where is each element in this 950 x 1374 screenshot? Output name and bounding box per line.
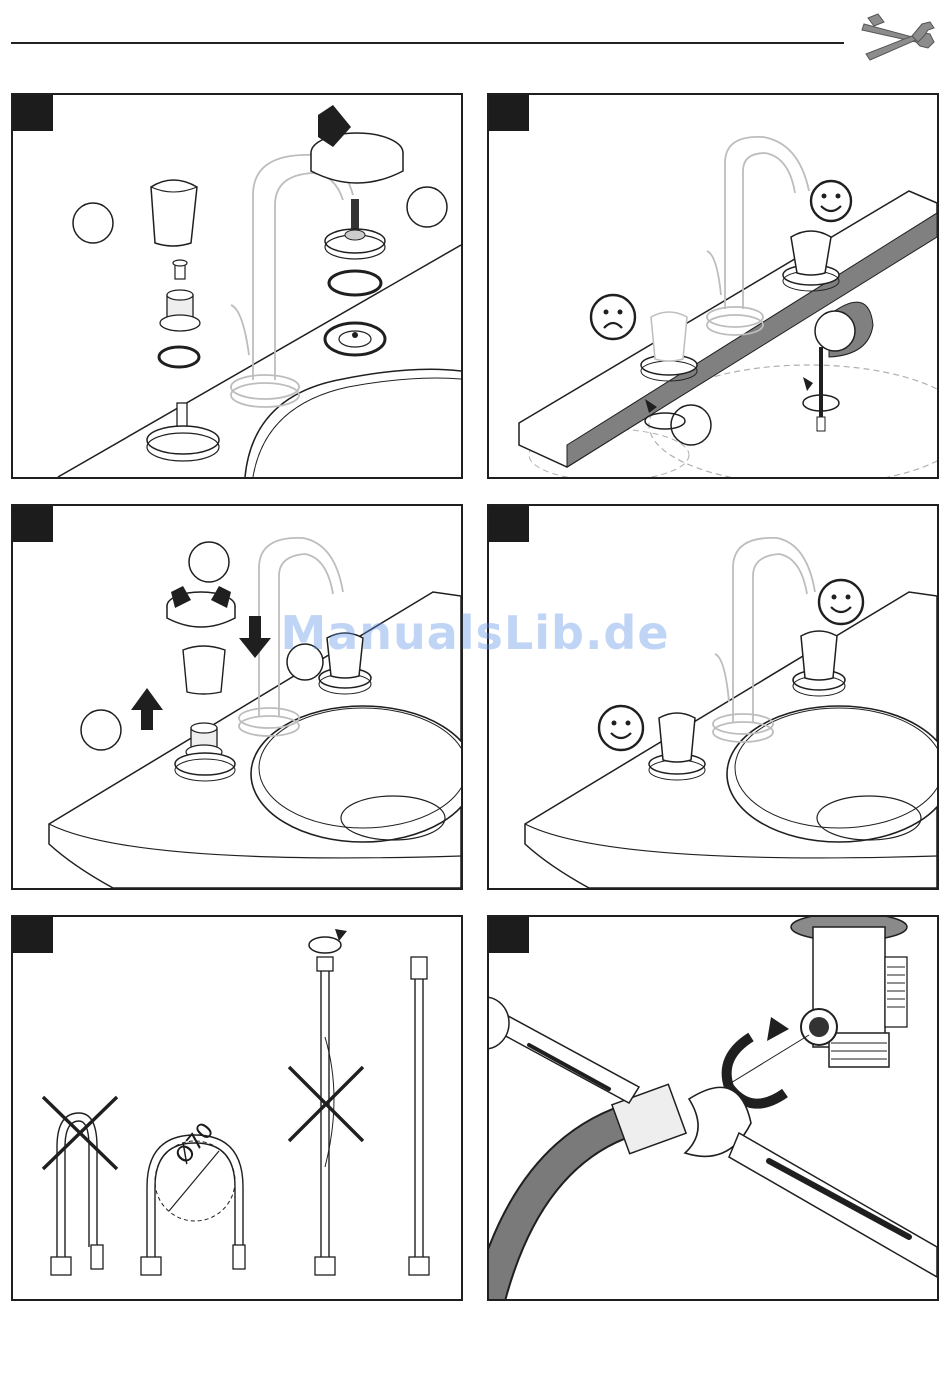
panel-3 (11, 504, 463, 890)
rotate-arrow-icon (167, 586, 235, 627)
panel-4 (487, 504, 939, 890)
rotate-arrow-icon (727, 1017, 789, 1104)
header-rule (11, 42, 844, 44)
panel-2 (487, 93, 939, 479)
spout-ghost (231, 155, 353, 407)
cross-icon (43, 1097, 117, 1169)
screw-icon (173, 260, 187, 279)
arrow-down-icon (239, 616, 271, 658)
ring-icon (159, 347, 199, 367)
handle-icon (151, 180, 197, 246)
smiley-happy-icon (599, 706, 643, 750)
cartridge-icon (160, 290, 200, 331)
smiley-sad-icon (591, 295, 635, 339)
screwdriver-icon (803, 347, 839, 431)
panel-5: Ø70 (11, 915, 463, 1301)
smiley-happy-icon (811, 181, 851, 221)
tools-icon (858, 10, 940, 66)
smiley-happy-icon (819, 580, 863, 624)
arrow-up-icon (131, 688, 163, 730)
panel-1 (11, 93, 463, 479)
rotate-arrow-icon (309, 929, 347, 953)
rotate-arrow-icon (311, 105, 403, 183)
panel-6 (487, 915, 939, 1301)
